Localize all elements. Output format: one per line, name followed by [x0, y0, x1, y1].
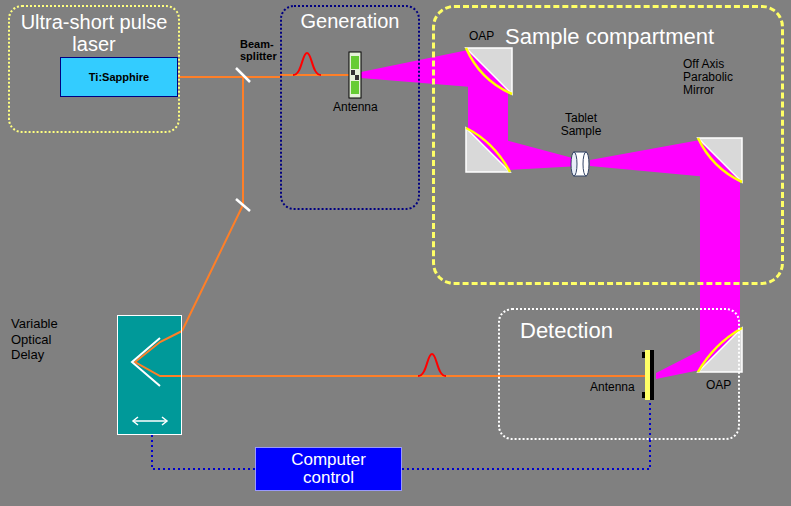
control-wire: [649, 402, 651, 440]
retroreflector: [132, 338, 160, 386]
terahertz-beam: [361, 50, 740, 379]
component-label: Beam- splitter: [240, 38, 290, 62]
detector-antenna: [642, 350, 654, 400]
component-label: Antenna: [590, 381, 635, 394]
delay-stage-fill: [117, 315, 182, 435]
component-label: Antenna: [333, 101, 378, 114]
node-text: Sample compartment: [435, 8, 781, 49]
detection-region: Detection: [498, 308, 740, 440]
control-wire: [402, 440, 650, 469]
node-text: Generation: [282, 7, 418, 32]
node-text: Variable Optical Delay: [11, 316, 73, 363]
node-text: Computer control: [279, 451, 379, 487]
node-text: Detection: [500, 310, 738, 343]
component-label: OAP: [469, 30, 494, 43]
tablet-sample: [571, 152, 589, 176]
emitter-antenna: [349, 52, 361, 98]
node-text: Ultra-short pulse laser: [10, 7, 178, 55]
control-wire: [152, 435, 255, 469]
laser-beam: [182, 375, 498, 377]
node-text: Ti:Sapphire: [89, 71, 149, 83]
steering-mirror: [236, 199, 250, 211]
beam-splitter: [236, 68, 250, 82]
laser-beam: [178, 77, 243, 331]
sample-compartment: Sample compartment: [432, 5, 784, 285]
component-label: OAP: [706, 379, 731, 392]
laser-region: Ti:Sapphire Ultra-short pulse laser: [8, 5, 180, 133]
component-label: Tablet Sample: [556, 112, 606, 138]
component-label: Off Axis Parabolic Mirror: [683, 58, 745, 98]
stage-motion-arrow: [133, 417, 167, 425]
laser-source-box: Ti:Sapphire: [60, 57, 178, 97]
optical-delay-stage: Variable Optical Delay: [117, 315, 182, 435]
laser-pulse: [293, 53, 446, 376]
computer-control-box: Computer control: [255, 447, 402, 491]
